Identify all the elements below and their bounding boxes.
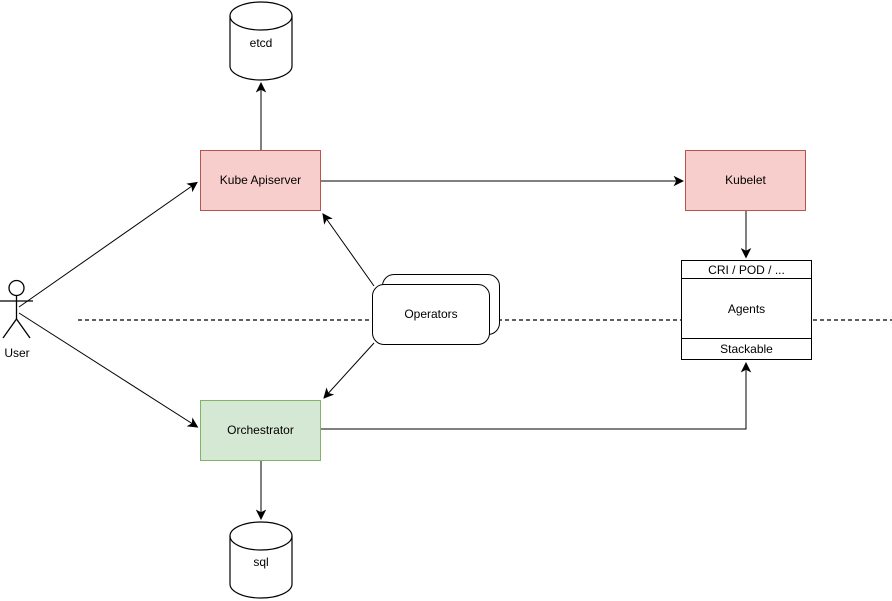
- node-operators: Operators: [372, 284, 490, 345]
- edge-user-to-orchestrator: [18, 312, 199, 428]
- agents-stack-row-agents: Agents: [682, 279, 811, 339]
- edge-orchestrator-to-stackable: [321, 361, 752, 430]
- edge-user-to-kube-apiserver: [18, 181, 198, 308]
- node-kube-apiserver: Kube Apiserver: [200, 150, 321, 211]
- node-orchestrator-label: Orchestrator: [227, 423, 294, 438]
- etcd-cylinder-shape: [229, 1, 293, 81]
- node-user-label: User: [4, 346, 30, 360]
- node-kubelet-label: Kubelet: [725, 173, 766, 188]
- node-kube-apiserver-label: Kube Apiserver: [219, 173, 302, 188]
- node-kubelet: Kubelet: [685, 150, 806, 211]
- node-agents-stack: CRI / POD / ... Agents Stackable: [681, 260, 812, 360]
- sql-cylinder-shape: [229, 521, 293, 599]
- node-operators-label: Operators: [404, 307, 458, 322]
- user-actor-shape: [0, 279, 33, 339]
- agents-stack-row-stackable: Stackable: [720, 342, 773, 356]
- node-etcd-label: etcd: [249, 36, 273, 50]
- agents-stack-row-cri-pod: CRI / POD / ...: [682, 261, 811, 279]
- edge-operators-to-kube-apiserver: [322, 213, 375, 287]
- node-orchestrator: Orchestrator: [200, 400, 321, 461]
- edge-operators-to-orchestrator: [323, 342, 375, 399]
- node-sql-label: sql: [253, 555, 269, 569]
